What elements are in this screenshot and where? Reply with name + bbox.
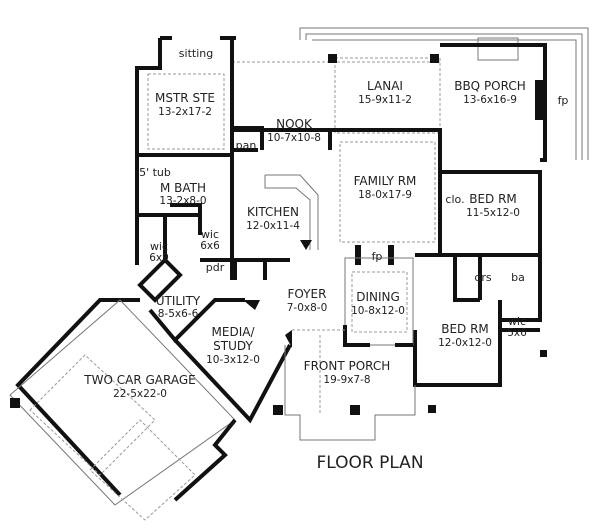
- garage-walls: [9, 257, 292, 521]
- front-porch-area: [273, 329, 547, 441]
- room-name-media-study-2: STUDY: [213, 339, 253, 353]
- room-label-fp-porch: fp: [558, 94, 569, 107]
- room-size-wic-b: 6x9: [149, 252, 169, 264]
- room-size-family-room: 18-0x17-9: [358, 189, 412, 201]
- kitchen-walls: [200, 174, 319, 280]
- room-name-wic-c: wic: [508, 315, 526, 328]
- room-size-bed-room-2: 12-0x12-0: [438, 337, 492, 349]
- main-walls: [330, 128, 542, 387]
- room-size-garage: 22-5x22-0: [113, 388, 167, 400]
- room-size-wic-c: 5x6: [507, 327, 527, 339]
- plan-title: FLOOR PLAN: [316, 453, 423, 473]
- room-size-wic-a: 6x6: [200, 240, 220, 252]
- room-label-sitting: sitting: [179, 47, 213, 60]
- room-label-fp-family: fp: [372, 250, 383, 263]
- room-size-front-porch: 19-9x7-8: [323, 374, 370, 386]
- room-size-kitchen: 12-0x11-4: [246, 220, 300, 232]
- room-size-lanai: 15-9x11-2: [358, 94, 412, 106]
- room-name-dining: DINING: [356, 290, 400, 304]
- room-label-dressing: drs: [474, 271, 492, 284]
- master-wing-walls: [135, 36, 332, 280]
- room-name-master-suite: MSTR STE: [155, 91, 215, 105]
- room-label-powder: pdr: [206, 261, 225, 274]
- room-size-dining: 10-8x12-0: [351, 305, 405, 317]
- room-size-bbq-porch: 13-6x16-9: [463, 94, 517, 106]
- room-name-bed-room-2: BED RM: [441, 322, 489, 336]
- room-name-lanai: LANAI: [367, 79, 403, 93]
- room-name-kitchen: KITCHEN: [247, 205, 299, 219]
- room-name-master-bath: M BATH: [160, 181, 206, 195]
- room-size-master-bath: 13-2x8-0: [159, 195, 206, 207]
- room-name-foyer: FOYER: [288, 287, 327, 301]
- room-size-media-study: 10-3x12-0: [206, 354, 260, 366]
- room-label-bath: ba: [511, 271, 525, 284]
- room-label-closet: clo.: [445, 193, 464, 206]
- room-name-wic-a: wic: [201, 228, 219, 241]
- room-name-family-room: FAMILY RM: [354, 174, 417, 188]
- room-name-garage: TWO CAR GARAGE: [83, 373, 195, 387]
- room-name-utility: UTILITY: [156, 294, 201, 308]
- room-size-nook: 10-7x10-8: [267, 132, 321, 144]
- room-size-bed-room-1: 11-5x12-0: [466, 207, 520, 219]
- room-name-bbq-porch: BBQ PORCH: [454, 79, 526, 93]
- room-size-utility: 8-5x6-6: [158, 308, 199, 320]
- room-size-master-suite: 13-2x17-2: [158, 106, 212, 118]
- room-label-pantry: pan: [236, 139, 257, 152]
- room-label-tub: 5' tub: [139, 166, 171, 179]
- room-name-bed-room-1: BED RM: [469, 192, 517, 206]
- room-name-media-study: MEDIA/: [212, 325, 256, 339]
- room-name-front-porch: FRONT PORCH: [304, 359, 391, 373]
- room-size-foyer: 7-0x8-0: [287, 302, 328, 314]
- room-name-wic-b: wic: [150, 240, 168, 253]
- room-name-nook: NOOK: [276, 117, 313, 131]
- porch-rails: [299, 27, 589, 162]
